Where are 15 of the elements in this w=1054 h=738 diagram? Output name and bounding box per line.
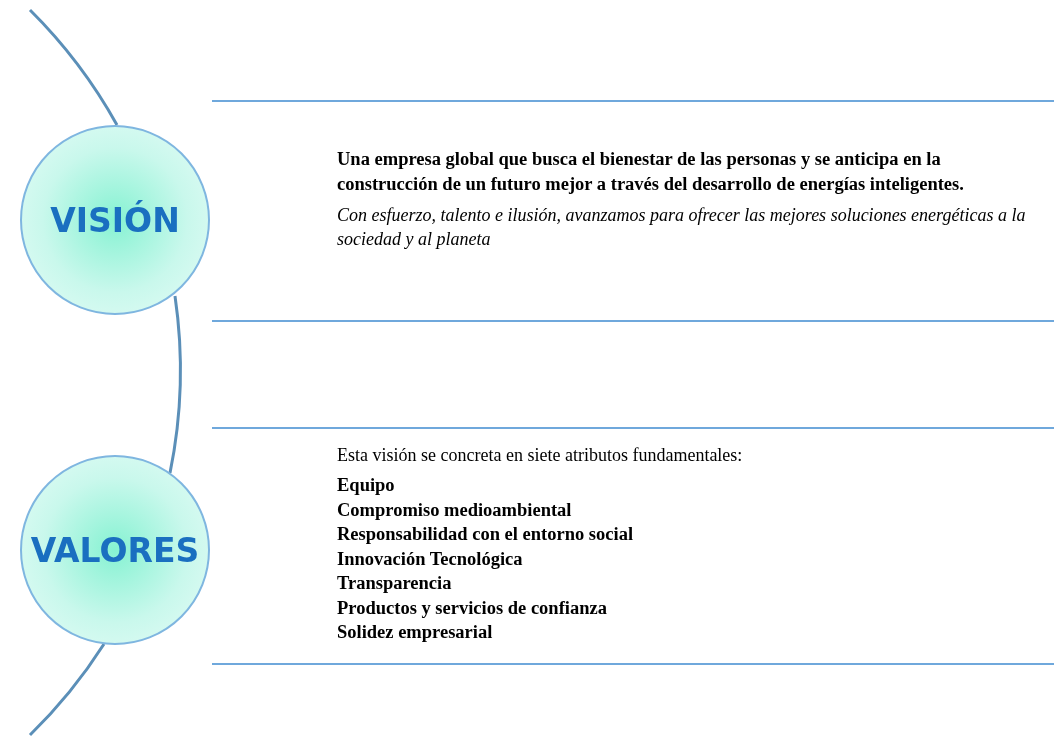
list-item: Equipo xyxy=(337,474,396,497)
statement-text: Una empresa global que busca el bienestar de las personas y se anticipa en la construcción de un futuro mejor a través del desarrollo de energías inteligentes. xyxy=(337,148,965,196)
connector-line xyxy=(168,295,182,474)
circle-title: VISIÓN xyxy=(50,200,180,240)
list-item: Innovación Tecnológica xyxy=(337,547,524,571)
list-item: Solidez empresarial xyxy=(337,621,494,644)
circle-title: VALORES xyxy=(30,530,200,570)
list-item: Productos y servicios de confianza xyxy=(337,596,608,620)
list-item: Transparencia xyxy=(337,572,453,595)
list-item: Responsabilidad con el entorno social xyxy=(337,523,635,546)
list-item: Compromiso medioambiental xyxy=(337,498,573,522)
text-band xyxy=(212,100,1054,322)
text-band xyxy=(212,427,1054,665)
statement-text: Con esfuerzo, talento e ilusión, avanzamos para ofrecer las mejores soluciones energéticas a la sociedad y al planeta xyxy=(337,204,1027,251)
statement-text: Esta visión se concreta en siete atributos fundamentales: xyxy=(337,444,744,467)
